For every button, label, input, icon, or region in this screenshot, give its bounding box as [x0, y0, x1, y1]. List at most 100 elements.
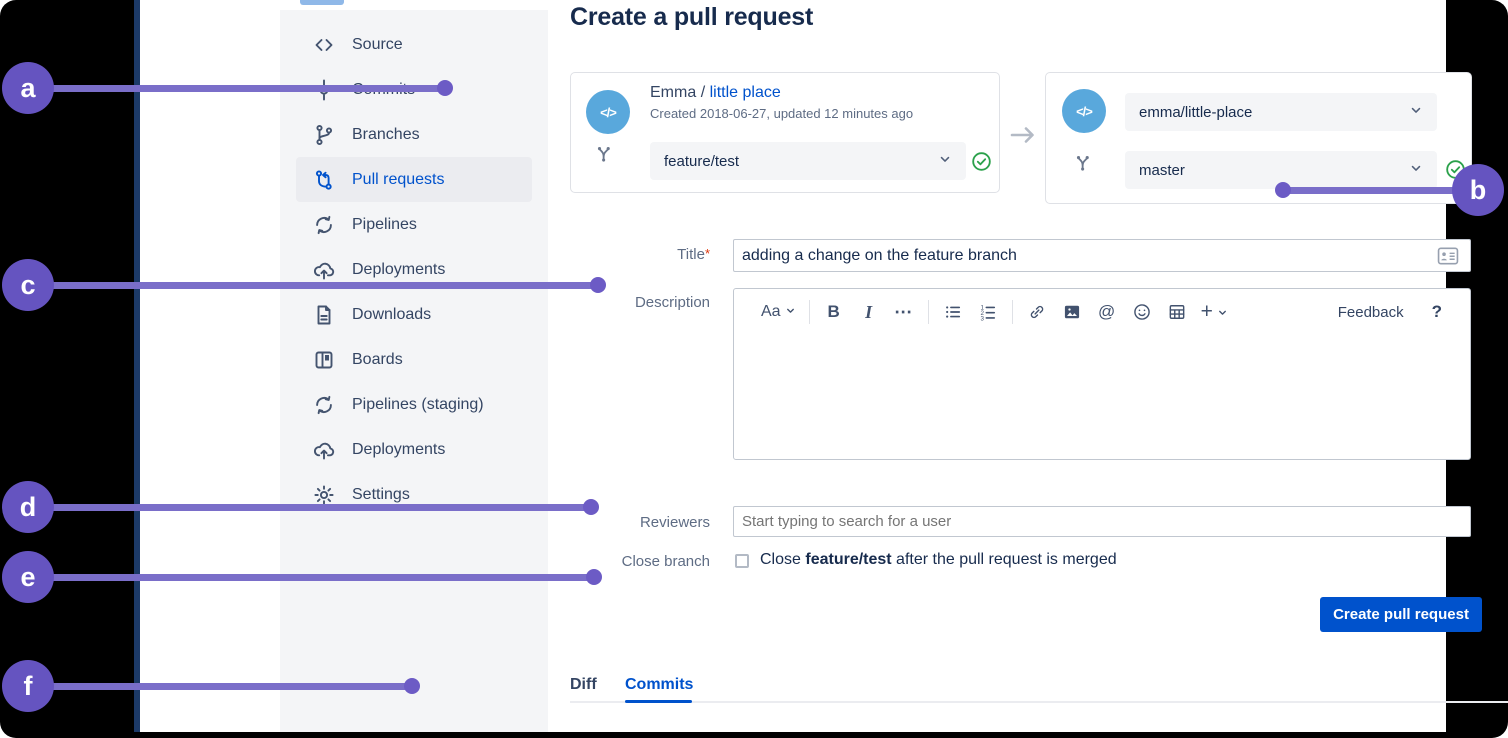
- italic-button[interactable]: I: [865, 301, 873, 322]
- svg-text:1: 1: [980, 305, 984, 312]
- title-input[interactable]: [733, 239, 1471, 272]
- repo-avatar: </>: [586, 90, 630, 134]
- repo-name-line: Emma / little place: [650, 84, 781, 102]
- tab-diff[interactable]: Diff: [570, 676, 597, 693]
- mention-button[interactable]: @: [1097, 302, 1116, 321]
- tab-commits[interactable]: Commits: [625, 676, 694, 693]
- source-branch-select[interactable]: feature/test: [650, 142, 966, 180]
- tabs-divider: [570, 701, 1508, 703]
- emoji-button[interactable]: [1131, 299, 1153, 325]
- callout-e-badge: e: [2, 551, 54, 603]
- required-asterisk: *: [704, 246, 710, 261]
- callout-d-line: [28, 504, 591, 511]
- code-brackets-icon: [312, 33, 336, 57]
- sidebar-item-deployments-2[interactable]: Deployments: [280, 427, 548, 472]
- callout-d-dot: [583, 499, 599, 515]
- bullet-list-button[interactable]: [942, 299, 964, 325]
- table-button[interactable]: [1166, 299, 1188, 325]
- sidebar-item-boards[interactable]: Boards: [280, 337, 548, 382]
- sidebar-item-label: Deployments: [352, 440, 446, 458]
- mention-card-icon[interactable]: [1437, 247, 1459, 265]
- source-branch-value: feature/test: [664, 152, 740, 170]
- page-title: Create a pull request: [570, 3, 814, 31]
- repo-owner: Emma: [650, 84, 697, 101]
- sidebar-item-pipelines-staging[interactable]: Pipelines (staging): [280, 382, 548, 427]
- pipelines-icon: [312, 393, 336, 417]
- cloud-upload-icon: [312, 438, 336, 462]
- sidebar-item-downloads[interactable]: Downloads: [280, 292, 548, 337]
- bold-button[interactable]: B: [827, 302, 840, 321]
- callout-e-dot: [586, 569, 602, 585]
- svg-text:3: 3: [980, 315, 984, 322]
- callout-b-badge: b: [1452, 164, 1504, 216]
- text-style-button[interactable]: Aa: [761, 299, 796, 325]
- sidebar-item-label: Pull requests: [352, 170, 445, 188]
- chevron-down-icon: [785, 303, 796, 321]
- sidebar-item-deployments[interactable]: Deployments: [280, 247, 548, 292]
- destination-repo-select[interactable]: emma/little-place: [1125, 93, 1437, 131]
- callout-f-badge: f: [2, 660, 54, 712]
- board-icon: [312, 348, 336, 372]
- sidebar: [280, 10, 548, 732]
- callout-c-badge: c: [2, 259, 54, 311]
- merge-direction-arrow-icon: [1008, 122, 1038, 148]
- insert-image-button[interactable]: [1061, 299, 1083, 325]
- callout-d-badge: d: [2, 481, 54, 533]
- sidebar-item-source[interactable]: Source: [280, 22, 548, 67]
- repo-link[interactable]: little place: [709, 84, 781, 101]
- sidebar-item-label: Downloads: [352, 305, 432, 323]
- create-pull-request-button[interactable]: Create pull request: [1320, 597, 1482, 632]
- title-field-label: Title*: [677, 246, 710, 263]
- callout-c-dot: [590, 277, 606, 293]
- sidebar-item-label: Settings: [352, 485, 410, 503]
- sidebar-item-settings[interactable]: Settings: [280, 472, 548, 517]
- sidebar-item-label: Deployments: [352, 260, 446, 278]
- sidebar-nav: Source Commits Branches Pull requests: [280, 22, 548, 517]
- callout-a-line: [28, 85, 445, 92]
- close-branch-checkbox[interactable]: [735, 554, 749, 568]
- gear-icon: [312, 483, 336, 507]
- reviewers-input[interactable]: [733, 506, 1471, 537]
- branch-valid-check-icon: [971, 151, 992, 172]
- active-tab-underline: [625, 700, 692, 703]
- feedback-link[interactable]: Feedback: [1337, 303, 1404, 321]
- repo-separator: /: [700, 84, 706, 101]
- source-repo-panel: </> Emma / little place Created 2018-06-…: [570, 72, 1000, 193]
- link-button[interactable]: [1026, 299, 1048, 325]
- sidebar-item-pipelines[interactable]: Pipelines: [280, 202, 548, 247]
- code-avatar-glyph: </>: [1076, 103, 1093, 119]
- toolbar-divider: [927, 300, 929, 324]
- more-formatting-button[interactable]: ⋯: [894, 301, 914, 322]
- callout-e-line: [28, 574, 594, 581]
- sidebar-item-label: Branches: [352, 125, 420, 143]
- help-button[interactable]: ?: [1431, 302, 1442, 321]
- destination-repo-value: emma/little-place: [1139, 103, 1253, 121]
- sidebar-item-branches[interactable]: Branches: [280, 112, 548, 157]
- sidebar-item-label: Pipelines: [352, 215, 417, 233]
- callout-b-line: [1283, 187, 1462, 194]
- branch-icon: [312, 123, 336, 147]
- description-field-label: Description: [634, 294, 710, 311]
- callout-a-dot: [437, 80, 453, 96]
- insert-more-button[interactable]: +: [1201, 299, 1228, 325]
- code-avatar-glyph: </>: [600, 104, 617, 120]
- repo-avatar: </>: [1062, 89, 1106, 133]
- sidebar-item-pull-requests[interactable]: Pull requests: [296, 157, 532, 202]
- close-branch-description: Close feature/test after the pull reques…: [760, 551, 1117, 568]
- chevron-down-icon: [1409, 161, 1423, 179]
- cloud-upload-icon: [312, 258, 336, 282]
- branch-icon: [1073, 153, 1095, 175]
- close-branch-name: feature/test: [805, 551, 892, 568]
- close-branch-field-label: Close branch: [621, 553, 710, 570]
- pull-request-icon: [312, 168, 336, 192]
- description-content-area[interactable]: [734, 335, 1470, 459]
- sidebar-item-label: Boards: [352, 350, 403, 368]
- chevron-down-icon: [938, 152, 952, 170]
- callout-c-line: [28, 282, 598, 289]
- destination-repo-panel: </> emma/little-place master: [1045, 72, 1472, 204]
- toolbar-divider: [808, 300, 810, 324]
- app-window: Source Commits Branches Pull requests: [134, 0, 1508, 732]
